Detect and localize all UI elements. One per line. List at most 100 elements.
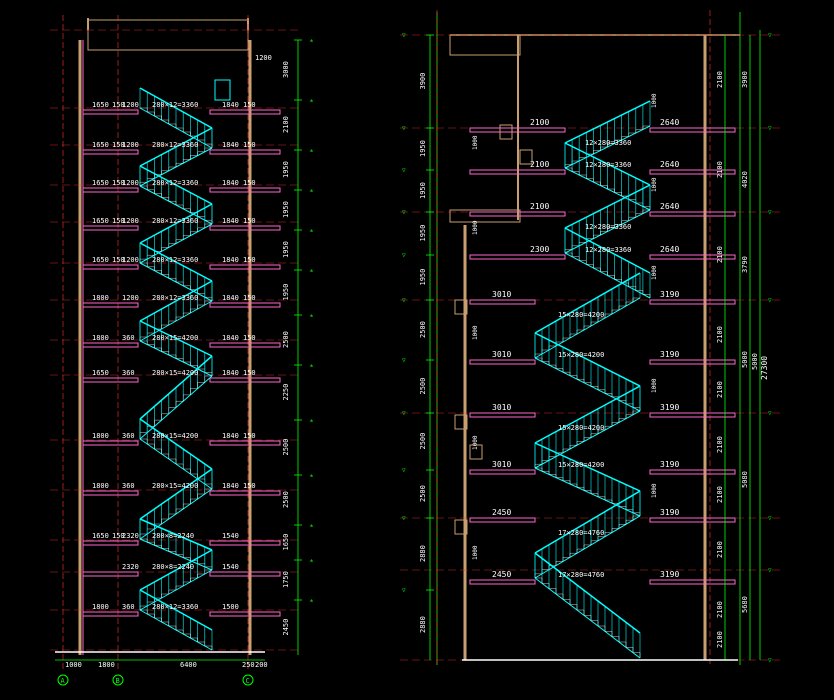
landing-dim: 150 xyxy=(112,256,125,264)
step xyxy=(154,419,162,427)
landing-right xyxy=(649,517,736,523)
landing-dim: 150 xyxy=(243,256,256,264)
landing-left xyxy=(469,359,536,365)
landing-right xyxy=(209,149,281,155)
step xyxy=(154,617,162,622)
step xyxy=(625,414,633,419)
roof-hatch xyxy=(214,79,231,101)
step xyxy=(562,448,570,453)
step xyxy=(176,358,184,362)
landing-dim: 1800 xyxy=(92,334,109,342)
landing-dim: 3190 xyxy=(660,350,679,359)
level-marker: ▽ xyxy=(402,209,406,216)
vertical-dim: 3900 xyxy=(741,71,749,88)
level-marker: ± xyxy=(310,98,313,104)
step xyxy=(197,382,205,389)
step xyxy=(161,274,169,279)
step xyxy=(535,577,543,584)
landing-dim: 3190 xyxy=(660,570,679,579)
vertical-dim: 1950 xyxy=(282,161,290,178)
step xyxy=(584,490,592,494)
landing-dim: 150 xyxy=(112,217,125,225)
step xyxy=(607,227,615,232)
flight-dim: 280×15=4200 xyxy=(152,482,198,490)
step xyxy=(168,354,177,359)
vertical-dim: 1650 xyxy=(282,534,290,551)
step xyxy=(579,174,587,179)
step xyxy=(577,379,585,383)
vertical-dim: 2100 xyxy=(716,161,724,178)
step xyxy=(154,448,162,454)
landing-dim: 1500 xyxy=(222,603,239,611)
landing-dim: 1650 xyxy=(92,217,109,225)
landing-dim: 360 xyxy=(122,334,135,342)
level-marker: ▽ xyxy=(402,515,406,522)
step xyxy=(614,192,622,196)
landing-left xyxy=(469,211,566,217)
axis-bubble xyxy=(242,674,254,686)
step xyxy=(140,538,148,543)
landing-right xyxy=(649,127,736,133)
step xyxy=(576,329,584,334)
step xyxy=(140,185,148,190)
step xyxy=(614,139,622,144)
step xyxy=(168,166,176,171)
step xyxy=(614,279,622,283)
flight-dim: 280×12=3360 xyxy=(152,256,198,264)
step xyxy=(168,407,176,414)
landing-right xyxy=(649,412,736,418)
step xyxy=(183,285,191,290)
level-marker: ± xyxy=(310,523,313,529)
landing-dim: 1650 xyxy=(92,179,109,187)
landing-right xyxy=(209,342,281,348)
landing-left xyxy=(82,571,139,577)
step xyxy=(168,123,177,128)
step xyxy=(147,111,155,116)
rail-height: 1000 xyxy=(651,177,658,192)
landing-right xyxy=(209,187,281,193)
handrail xyxy=(534,385,641,444)
landing-right xyxy=(209,440,281,446)
landing-dim: 1800 xyxy=(92,432,109,440)
landing-dim: 150 xyxy=(243,179,256,187)
landing-dim: 3010 xyxy=(492,403,511,412)
vertical-dim: 2100 xyxy=(716,601,724,618)
step xyxy=(562,557,570,562)
step xyxy=(549,588,557,594)
step xyxy=(183,633,191,638)
step xyxy=(563,480,571,484)
handrail xyxy=(534,272,641,334)
step xyxy=(542,361,550,366)
step xyxy=(183,131,191,136)
landing-left xyxy=(82,342,139,348)
landing-dim: 1200 xyxy=(122,179,139,187)
column-box xyxy=(499,124,513,140)
step xyxy=(147,613,155,618)
level-marker: ▽ xyxy=(402,252,406,259)
step xyxy=(161,351,169,355)
step xyxy=(147,189,155,194)
top-dim: 1200 xyxy=(255,54,272,62)
landing-left xyxy=(82,377,139,383)
landing-dim: 1540 xyxy=(222,563,239,571)
step xyxy=(161,197,169,202)
landing-dim: 360 xyxy=(122,482,135,490)
landing-dim: 3010 xyxy=(492,460,511,469)
flight-dim: 12×280=3360 xyxy=(585,161,631,169)
step xyxy=(190,498,198,504)
step xyxy=(204,300,212,305)
step xyxy=(635,213,643,218)
handrail xyxy=(534,442,641,492)
landing-dim: 1200 xyxy=(122,256,139,264)
step xyxy=(605,499,613,504)
step xyxy=(197,227,205,232)
step xyxy=(183,557,191,561)
vertical-dim: 2100 xyxy=(716,71,724,88)
landing-right xyxy=(649,579,736,585)
level-marker: ± xyxy=(310,228,313,234)
flight-dim: 280×15=4200 xyxy=(152,334,198,342)
landing-dim: 1840 xyxy=(222,369,239,377)
